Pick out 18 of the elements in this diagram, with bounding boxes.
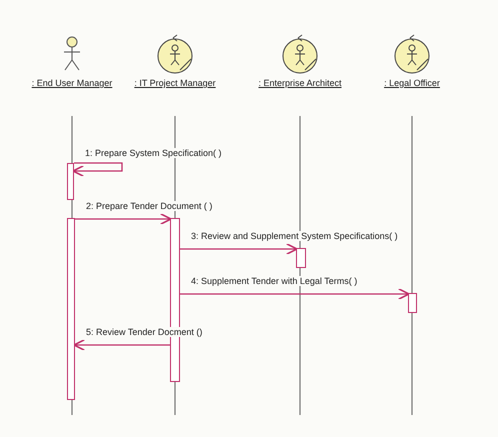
message-label: 4: Supplement Tender with Legal Terms( ) bbox=[190, 276, 358, 286]
participant-name: : Legal Officer bbox=[383, 78, 441, 89]
message-arrow bbox=[72, 162, 123, 177]
activation-bar bbox=[67, 163, 74, 200]
activation-bar bbox=[408, 293, 417, 313]
participant-name: : Enterprise Architect bbox=[257, 78, 343, 89]
message-arrow bbox=[75, 213, 172, 225]
activation-bar bbox=[296, 248, 306, 268]
message-arrow bbox=[73, 339, 170, 351]
message-label: 5: Review Tender Docment () bbox=[85, 327, 204, 337]
message-arrow bbox=[180, 243, 298, 255]
activation-bar bbox=[67, 218, 75, 400]
message-label: 3: Review and Supplement System Specifications( ) bbox=[190, 231, 399, 241]
message-label: 1: Prepare System Specification( ) bbox=[84, 148, 223, 158]
message-arrow bbox=[180, 288, 410, 300]
message-label: 2: Prepare Tender Document ( ) bbox=[85, 201, 214, 211]
participant-name: : End User Manager bbox=[30, 78, 114, 89]
participant-name: : IT Project Manager bbox=[133, 78, 217, 89]
